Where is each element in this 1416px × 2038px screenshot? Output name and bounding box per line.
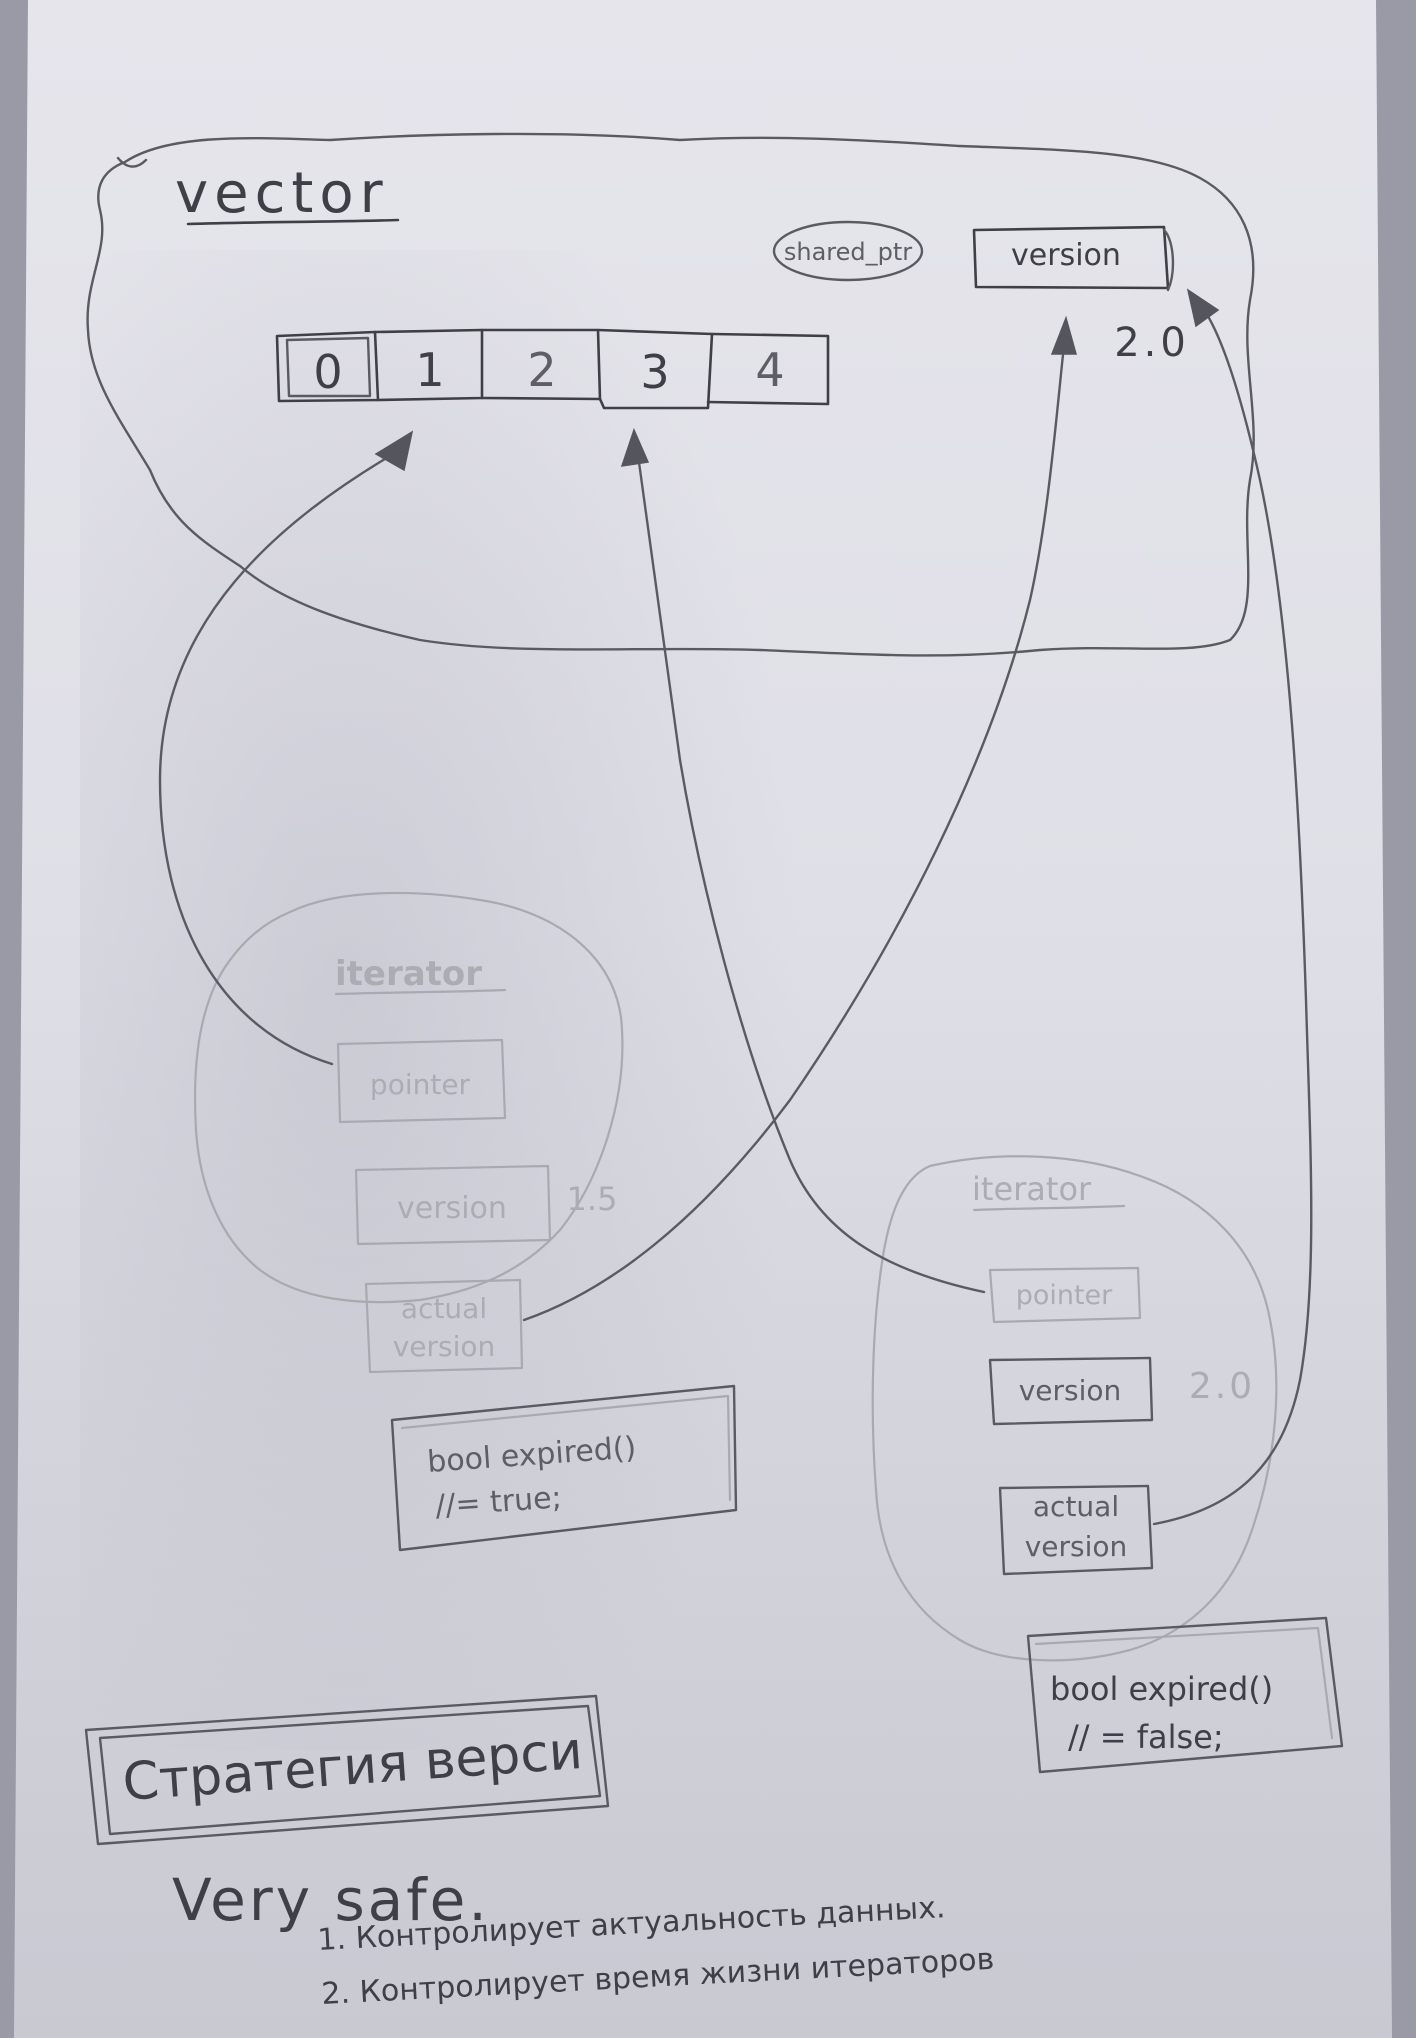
array-cell-1-label: 1 <box>415 343 444 397</box>
left-expired-box-double <box>400 1394 732 1502</box>
shared-ptr-oval <box>772 220 924 282</box>
vector-title: vector <box>175 161 389 226</box>
right-expired-box <box>1026 1616 1344 1774</box>
vector-cloud <box>86 132 1255 657</box>
arrow-right-actual-to-version <box>1152 302 1313 1526</box>
right-version-value: 2.0 <box>1189 1366 1255 1407</box>
left-pointer-box <box>336 1038 507 1124</box>
array-cell-2-label: 2 <box>527 343 556 397</box>
left-actual-version-line2: version <box>393 1330 496 1363</box>
right-pointer-label: pointer <box>1016 1280 1113 1311</box>
arrowhead-cell3 <box>620 427 650 467</box>
array-cell-3-label: 3 <box>640 345 669 399</box>
strategy-box <box>84 1694 610 1846</box>
left-iterator-cloud <box>193 891 624 1304</box>
arrowhead-left-actual-version <box>1050 315 1077 355</box>
left-iterator-title-underline <box>334 988 507 996</box>
right-actual-version-line2: version <box>1025 1530 1128 1563</box>
arrow-left-pointer-to-cell1 <box>158 448 402 1066</box>
left-expired-box <box>390 1384 738 1552</box>
shared-ptr-label: shared_ptr <box>784 238 912 266</box>
left-version-value: 1.5 <box>567 1180 618 1218</box>
array-cell-0-double <box>285 336 372 398</box>
arrow-right-pointer-to-cell3 <box>636 453 986 1294</box>
vector-version-value: 2.0 <box>1114 320 1190 366</box>
right-version-box <box>988 1356 1154 1426</box>
right-expired-box-double <box>1034 1626 1334 1740</box>
right-expired-line2: // = false; <box>1068 1718 1224 1756</box>
array-cell-0-label: 0 <box>313 345 342 399</box>
strategy-box-double <box>98 1704 602 1836</box>
left-version-box <box>354 1164 552 1246</box>
array-cell-1 <box>373 328 484 402</box>
right-actual-version-box <box>998 1484 1154 1576</box>
shadow-patch <box>80 250 840 1750</box>
array-cell-3 <box>596 328 714 410</box>
arrowhead-cell1 <box>374 430 414 472</box>
vector-version-box-edge <box>1162 228 1175 292</box>
right-actual-version-line1: actual <box>1033 1490 1119 1523</box>
array-cell-4-label: 4 <box>755 343 784 397</box>
left-version-label: version <box>397 1191 507 1226</box>
notes-heading: Very safe. <box>172 1866 490 1934</box>
left-pointer-label: pointer <box>370 1068 471 1101</box>
vector-title-underline <box>186 218 400 226</box>
right-version-label: version <box>1019 1374 1122 1407</box>
right-expired-line1: bool expired() <box>1050 1670 1273 1708</box>
right-iterator-title-underline <box>972 1204 1126 1212</box>
array-cell-2 <box>480 328 602 401</box>
left-actual-version-line1: actual <box>401 1292 487 1325</box>
cloud-corner-curl <box>116 156 148 168</box>
left-actual-version-box <box>364 1278 524 1374</box>
right-pointer-box <box>988 1266 1142 1324</box>
array-cells: 0 1 2 3 4 <box>275 328 830 410</box>
arrowhead-right-actual-version <box>1186 288 1220 328</box>
right-iterator-cloud <box>871 1155 1278 1662</box>
vector-version-label: version <box>1011 238 1121 273</box>
right-iterator-title: iterator <box>972 1170 1092 1208</box>
arrow-left-actual-to-version <box>522 343 1066 1322</box>
left-iterator-title: iterator <box>335 954 482 994</box>
array-cell-4 <box>706 332 830 406</box>
